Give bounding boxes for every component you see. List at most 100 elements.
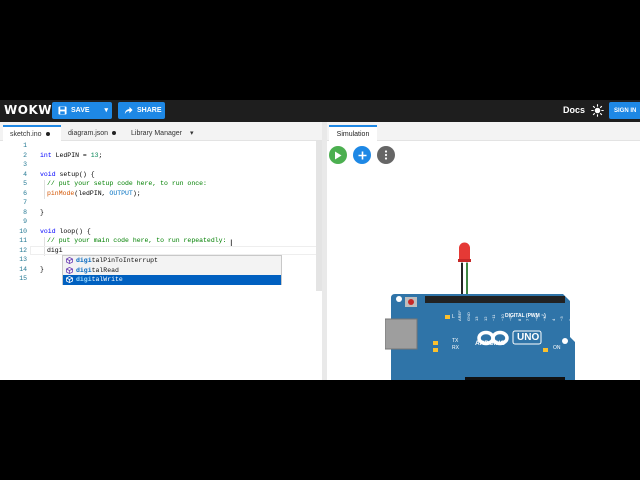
simulation-tab-bar: Simulation [327, 122, 640, 141]
method-cube-icon [66, 266, 73, 274]
reset-button[interactable] [408, 299, 414, 305]
digital-pwm-label: DIGITAL (PWM ~) [505, 313, 546, 319]
arduino-brand-text: ARDUINO [475, 340, 506, 347]
tab-diagram-json[interactable]: diagram.json [68, 125, 117, 141]
code-token: ; [98, 151, 103, 159]
add-part-button[interactable] [353, 146, 371, 164]
save-label: SAVE [71, 107, 90, 114]
editor-scrollbar[interactable] [316, 141, 322, 291]
modified-dot-icon [45, 132, 50, 136]
tab-simulation[interactable]: Simulation [329, 125, 377, 141]
line-number: 7 [23, 199, 27, 206]
pin-label-aref: AREF [457, 310, 462, 321]
line-number: 6 [23, 189, 27, 197]
code-line-2: int LedPIN = 13; [40, 152, 102, 159]
atmega-chip [465, 377, 565, 380]
on-label: ON [553, 345, 561, 351]
suggestion-rest: talPinToInterrupt [91, 257, 158, 265]
board-pcb [391, 294, 575, 380]
panel-divider[interactable] [322, 122, 327, 380]
more-options-button[interactable] [377, 146, 395, 164]
save-button[interactable]: SAVE ▾ [52, 102, 112, 119]
code-line-14: } [40, 265, 44, 273]
code-token: (ledPIN, [74, 189, 110, 197]
suggestion-rest: talRead [91, 266, 119, 274]
line-number: 15 [19, 275, 27, 282]
pin-label-2: 2 [567, 318, 573, 321]
l-led-label: L [452, 314, 455, 320]
tx-led [433, 341, 438, 345]
line-number: 12 [19, 246, 27, 254]
floppy-disk-icon [56, 105, 68, 117]
docs-link[interactable]: Docs [563, 105, 586, 115]
share-button[interactable]: SHARE [118, 102, 165, 119]
suggestion-match: digi [76, 276, 92, 284]
pin-label-10: ~10 [499, 314, 505, 321]
share-arrow-icon [122, 105, 134, 117]
pin-label-13: 13 [474, 316, 479, 321]
tabs-dropdown-icon[interactable]: ▾ [190, 130, 194, 137]
line-number: 1 [23, 142, 27, 149]
uno-frame [512, 330, 542, 345]
line-number-gutter: 1 2 3 4 5 6 7 8 9 10 11 12 13 14 15 [0, 141, 30, 380]
vertical-dots-icon [384, 150, 388, 160]
pin-label-7: 7 [525, 318, 530, 321]
pin-label-9: ~9 [508, 316, 513, 321]
sign-in-button[interactable]: SIGN IN [609, 102, 640, 119]
code-token: setup() { [55, 170, 95, 178]
line-number: 9 [23, 218, 27, 225]
method-cube-icon [66, 257, 73, 265]
indent-guide [44, 180, 45, 199]
pin-label-rx0: RX←0 [584, 309, 590, 321]
led-body [459, 242, 470, 260]
code-line-12: digi [47, 246, 63, 254]
line-number: 2 [23, 151, 27, 159]
code-token: ); [132, 189, 141, 197]
line-number: 10 [19, 227, 27, 235]
tab-sketch-ino[interactable]: sketch.ino [3, 125, 61, 141]
tab-library-manager[interactable]: Library Manager [131, 125, 182, 141]
pin-label-6: ~6 [533, 316, 539, 321]
code-line-6: pinMode(ledPIN, OUTPUT); [47, 190, 141, 197]
method-cube-icon [66, 276, 73, 284]
theme-toggle-sun-icon[interactable] [591, 104, 604, 117]
pin-label-tx1: TX→1 [576, 309, 581, 321]
line-number: 11 [19, 237, 27, 244]
rx-led [433, 348, 438, 352]
code-line-8: } [40, 208, 44, 216]
pin-label-gnd: GND [465, 312, 471, 321]
arduino-uno-board[interactable] [385, 291, 575, 380]
plus-icon [358, 151, 366, 159]
pin-label-3: ~3 [559, 316, 564, 321]
code-token: OUTPUT [109, 189, 133, 197]
current-line-highlight [30, 246, 318, 255]
tab-label: diagram.json [68, 129, 109, 137]
pin-label-5: ~5 [542, 316, 547, 321]
wokwi-window: WOKWI SAVE ▾ SHARE Docs [0, 100, 640, 380]
usb-connector [385, 318, 418, 350]
led-rim [458, 259, 471, 262]
code-line-5: // put your setup code here, to run once… [47, 180, 207, 187]
code-token: LedPIN = [51, 151, 91, 159]
code-token: 13 [90, 151, 99, 159]
pin-label-11: ~11 [491, 314, 496, 322]
code-line-11: // put your main code here, to run repea… [47, 237, 227, 244]
start-simulation-button[interactable] [329, 146, 347, 164]
tab-label: Library Manager [131, 129, 182, 137]
code-editor[interactable]: 1 2 3 4 5 6 7 8 9 10 11 12 13 14 15 int … [0, 141, 322, 380]
line-number: 14 [19, 265, 27, 273]
wokwi-logo[interactable]: WOKWI [4, 103, 57, 117]
play-icon [335, 151, 342, 159]
text-cursor-icon: I [230, 239, 233, 249]
chevron-down-icon[interactable]: ▾ [104, 107, 108, 114]
code-line-4: void setup() { [40, 171, 95, 178]
pin-label-4: 4 [550, 318, 556, 321]
modified-dot-icon [112, 131, 117, 135]
line-number: 5 [23, 180, 27, 187]
code-line-10: void loop() { [40, 228, 91, 235]
